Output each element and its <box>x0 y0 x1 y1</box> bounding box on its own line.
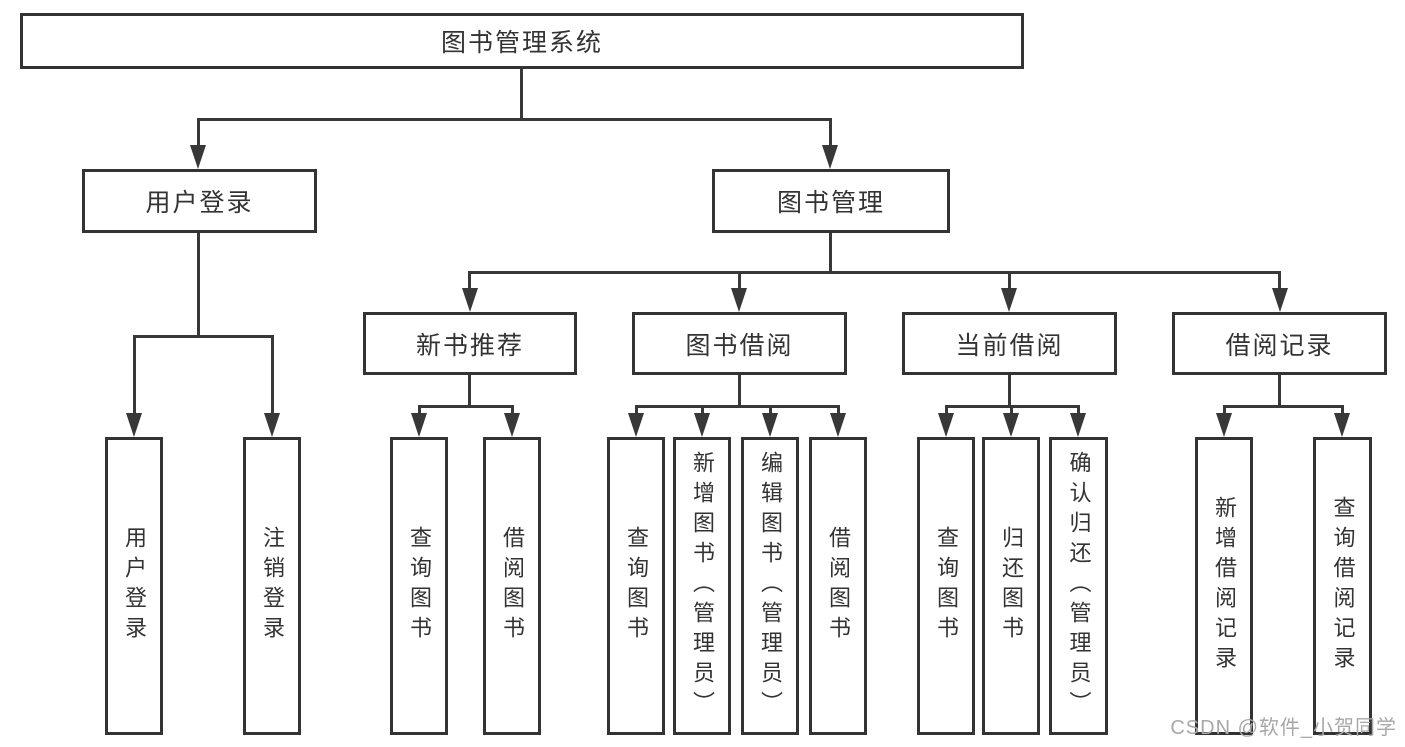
connector-hline <box>1223 405 1344 408</box>
connector-hline <box>197 118 831 121</box>
connector-vline <box>829 233 832 272</box>
connector-vline <box>197 118 200 150</box>
connector-vline <box>701 405 704 417</box>
connector-vline <box>945 405 948 417</box>
connector-vline <box>468 271 471 292</box>
connector-vline <box>837 405 840 417</box>
arrow-down <box>1003 413 1019 437</box>
connector-vline <box>738 271 741 292</box>
leaf-borrow-books-borrow: 借阅图书 <box>809 437 867 735</box>
arrow-down <box>822 145 838 169</box>
arrow-down <box>1070 413 1086 437</box>
connector-hline <box>469 271 1281 274</box>
leaf-query-books-borrow: 查询图书 <box>607 437 665 735</box>
connector-vline <box>738 375 741 406</box>
arrow-down <box>264 413 280 437</box>
leaf-borrow-books-recommend: 借阅图书 <box>483 437 541 735</box>
watermark: CSDN @软件_小贺同学 <box>1170 717 1397 739</box>
arrow-down <box>504 413 520 437</box>
connector-vline <box>1077 405 1080 417</box>
node-root-library-system: 图书管理系统 <box>20 13 1024 69</box>
connector-vline <box>1223 405 1226 417</box>
leaf-logout: 注销登录 <box>243 437 301 735</box>
connector-hline <box>635 405 840 408</box>
connector-vline <box>1008 375 1011 406</box>
leaf-add-book-admin: 新增图书（管理员） <box>673 437 731 735</box>
connector-vline <box>1278 271 1281 292</box>
arrow-down <box>830 413 846 437</box>
arrow-down <box>1272 288 1288 312</box>
connector-vline <box>829 118 832 150</box>
connector-vline <box>418 405 421 417</box>
connector-vline <box>133 335 136 417</box>
connector-hline <box>133 335 274 338</box>
connector-vline <box>1008 271 1011 292</box>
connector-vline <box>1010 405 1013 417</box>
connector-vline <box>520 69 523 119</box>
arrow-down <box>1334 413 1350 437</box>
connector-vline <box>468 375 471 406</box>
leaf-query-borrow-record: 查询借阅记录 <box>1313 437 1372 735</box>
arrow-down <box>411 413 427 437</box>
arrow-down <box>938 413 954 437</box>
arrow-down <box>628 413 644 437</box>
leaf-confirm-return-admin: 确认归还（管理员） <box>1049 437 1108 735</box>
connector-hline <box>418 405 514 408</box>
connector-vline <box>635 405 638 417</box>
node-current-borrow: 当前借阅 <box>902 312 1117 375</box>
node-book-borrow: 图书借阅 <box>632 312 847 375</box>
leaf-return-books: 归还图书 <box>982 437 1040 735</box>
leaf-query-books-recommend: 查询图书 <box>390 437 448 735</box>
node-borrow-records: 借阅记录 <box>1172 312 1387 375</box>
leaf-user-login: 用户登录 <box>105 437 163 735</box>
connector-vline <box>769 405 772 417</box>
node-book-management: 图书管理 <box>712 169 950 233</box>
connector-vline <box>271 335 274 417</box>
arrow-down <box>462 288 478 312</box>
arrow-down <box>1001 288 1017 312</box>
leaf-edit-book-admin: 编辑图书（管理员） <box>741 437 799 735</box>
connector-vline <box>511 405 514 417</box>
arrow-down <box>762 413 778 437</box>
connector-vline <box>1278 375 1281 406</box>
arrow-down <box>1216 413 1232 437</box>
arrow-down <box>126 413 142 437</box>
node-new-book-recommend: 新书推荐 <box>363 312 577 375</box>
node-user-login: 用户登录 <box>82 169 317 233</box>
leaf-query-books-current: 查询图书 <box>917 437 975 735</box>
leaf-add-borrow-record: 新增借阅记录 <box>1195 437 1253 735</box>
connector-vline <box>197 233 200 336</box>
connector-vline <box>1341 405 1344 417</box>
arrow-down <box>731 288 747 312</box>
arrow-down <box>694 413 710 437</box>
arrow-down <box>190 145 206 169</box>
